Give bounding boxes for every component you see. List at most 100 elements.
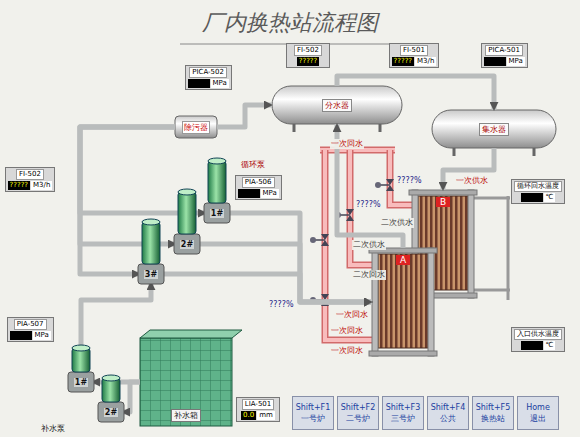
pipe-label: 补水泵 [40, 424, 66, 434]
pipe-label: ????% [268, 300, 295, 310]
inst-node: PIA-506MPa [235, 175, 282, 200]
pipe-label: 一次回水 [330, 346, 364, 356]
instrument-display: ?????M3/h [8, 181, 53, 190]
pump-symbol [204, 158, 230, 223]
instrument-tag: PICA-501 [485, 45, 523, 56]
pump-node: 3# [140, 266, 162, 282]
btn-text: Shift+F1 [296, 402, 331, 413]
pump-text: 1# [74, 378, 88, 387]
pump-symbol [138, 219, 164, 284]
btn-text: 三号炉 [391, 413, 415, 424]
pipe-connector [80, 127, 176, 244]
filter-node: 除污器 [175, 116, 217, 138]
pump-node: 1# [70, 374, 92, 390]
pump-symbol [68, 345, 94, 392]
pipe-connector [81, 282, 151, 374]
inst-node: PICA-501MPa [481, 43, 528, 68]
instrument-display: MPa [484, 57, 525, 66]
instrument-tag: PICA-502 [189, 67, 227, 78]
reading-value: ????? [297, 57, 320, 66]
unit-label: MPa [261, 189, 279, 198]
unit-label: ℃ [544, 193, 556, 202]
unit-label: MPa [211, 79, 229, 88]
instrument-tag: FI-502 [294, 45, 322, 56]
pipe-connector [162, 274, 372, 302]
instrument-display: ℃ [521, 193, 556, 202]
pipe-label: 一次回水 [335, 310, 369, 320]
hx-node: A [372, 248, 434, 356]
instrument-tag: 入口供水温度 [514, 329, 562, 340]
instrument-tag: LIA-501 [242, 399, 275, 410]
instrument-tag: 循环回水温度 [514, 181, 562, 192]
display-screen [238, 189, 260, 198]
inst-node: LIA-5010.0mm [236, 397, 280, 422]
inst-node: 循环回水温度℃ [511, 179, 565, 204]
btn-text: Shift+F2 [341, 402, 376, 413]
inst-node: FI-502?????M3/h [5, 167, 56, 192]
valve-symbol [310, 234, 329, 246]
tank-text: 分水器 [322, 99, 352, 112]
btn-node: Home退出 [517, 396, 559, 430]
heat-exchanger [369, 248, 437, 356]
pump-text: 1# [210, 209, 224, 218]
btn-text: Shift+F4 [431, 402, 466, 413]
btn-text: 退出 [530, 413, 546, 424]
pipe-connector [122, 382, 140, 412]
pump-text: 2# [180, 240, 194, 249]
btn-text: 一号炉 [301, 413, 325, 424]
btn-text: Home [526, 402, 550, 413]
pipe-connector [80, 127, 175, 274]
hx-node: B [412, 190, 474, 298]
filter-body [175, 116, 217, 138]
valve-symbol [375, 179, 394, 191]
btn-text: 换热站 [481, 413, 505, 424]
pipe-label: 一次供水 [455, 176, 489, 186]
pipe-label: 二次回水 [352, 270, 386, 280]
instrument-display: MPa [10, 331, 51, 340]
btn-text: Shift+F3 [386, 402, 421, 413]
inst-node: PIA-507MPa [7, 317, 54, 342]
instrument-display: ????? [297, 57, 320, 66]
tank-body [432, 110, 556, 148]
pump-node: 1# [206, 205, 228, 221]
water-tank [140, 338, 232, 426]
pipe-connector [443, 148, 494, 190]
unit-label: ℃ [544, 341, 556, 350]
instrument-display: 0.0mm [241, 411, 275, 420]
btn-text: Shift+F5 [476, 402, 511, 413]
display-screen [521, 193, 543, 202]
instrument-display: MPa [238, 189, 279, 198]
display-screen [188, 79, 210, 88]
hx-text: A [396, 255, 410, 265]
instrument-tag: FI-502 [16, 169, 44, 180]
display-screen [10, 331, 32, 340]
reading-value: 0.0 [241, 411, 256, 420]
pipe-label: ????% [355, 200, 382, 210]
pump-node: 2# [100, 404, 122, 420]
instrument-display: ℃ [521, 341, 556, 350]
pipe-label: 循环泵 [240, 160, 266, 170]
pipe-label: 二次供水 [352, 240, 386, 250]
title-text: 厂内换热站流程图 [202, 10, 378, 35]
tank-node: 集水器 [432, 110, 556, 148]
inst-node: 入口供水温度℃ [511, 327, 565, 352]
hx-frame [474, 196, 510, 300]
tank-node: 分水器 [272, 86, 402, 124]
btn-node: Shift+F5换热站 [472, 396, 514, 430]
inst-node: FI-501?????M3/h [389, 43, 440, 68]
box-node: 补水箱 [140, 338, 232, 426]
reading-value: ????? [392, 57, 415, 66]
display-screen [484, 57, 506, 66]
box-text: 补水箱 [171, 409, 201, 422]
unit-label: M3/h [415, 57, 436, 66]
tank-body [272, 86, 402, 124]
pump-symbol [174, 189, 200, 254]
pipe-label: 一次回水 [330, 139, 364, 149]
pump-node: 2# [176, 236, 198, 252]
btn-text: 二号炉 [346, 413, 370, 424]
display-screen [521, 341, 543, 350]
diagram-title: 厂内换热站流程图 [0, 8, 580, 38]
pipe-label: 二次供水 [380, 218, 414, 228]
pump-symbol [98, 375, 124, 422]
instrument-tag: PIA-506 [242, 177, 275, 188]
